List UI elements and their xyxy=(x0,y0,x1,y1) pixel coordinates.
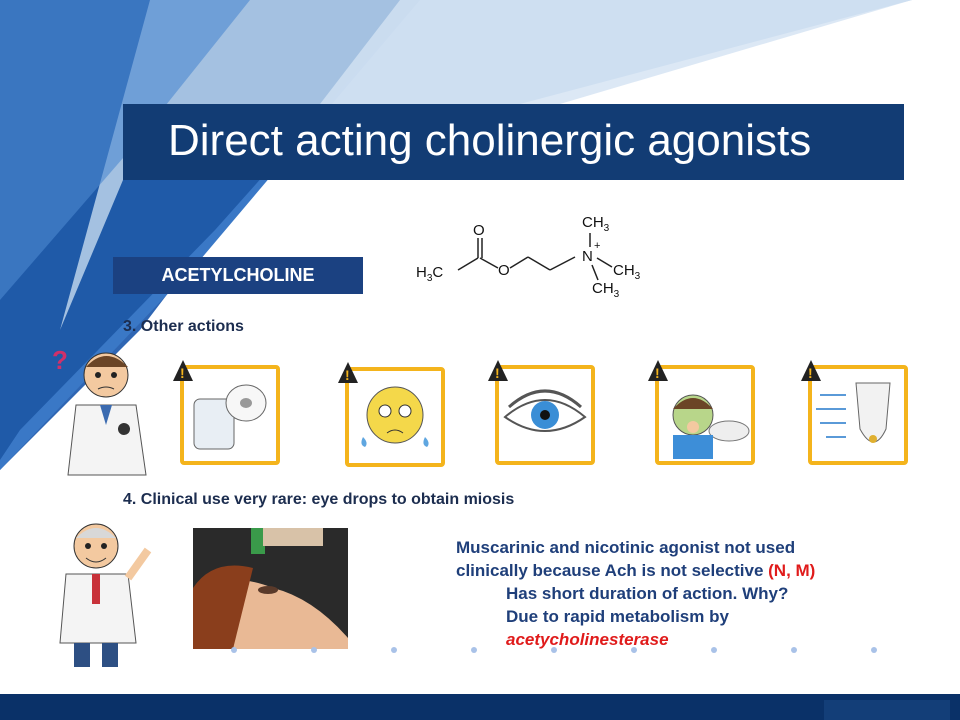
ch3-bottom: CH3 xyxy=(592,280,620,300)
panel-nausea: ! xyxy=(648,360,755,465)
drug-label: ACETYLCHOLINE xyxy=(161,265,315,285)
eye-drops-photo xyxy=(193,528,348,649)
svg-text:!: ! xyxy=(655,365,660,381)
title-bar xyxy=(123,104,904,180)
warning-icon: ! xyxy=(173,360,193,381)
h3c-group: H3C xyxy=(416,264,443,284)
decorative-dot xyxy=(551,647,557,653)
para-line5: acetycholinesterase xyxy=(506,630,669,649)
ch3-right: CH3 xyxy=(613,262,641,282)
warning-icon: ! xyxy=(488,360,508,381)
para-line2: clinically because Ach is not selective xyxy=(456,561,769,580)
eye-icon xyxy=(503,389,587,432)
nausea-icon xyxy=(672,394,750,459)
decorative-dot xyxy=(711,647,717,653)
svg-text:!: ! xyxy=(495,365,500,381)
decorative-dot xyxy=(311,647,317,653)
decorative-dot xyxy=(471,647,477,653)
toilet-paper-icon xyxy=(193,384,267,450)
section-other-actions: 3. Other actions xyxy=(123,318,244,335)
para-line1: Muscarinic and nicotinic agonist not use… xyxy=(456,538,796,557)
positive-charge: + xyxy=(594,240,600,252)
para-line4: Due to rapid metabolism by xyxy=(506,607,729,626)
warning-icon: ! xyxy=(648,360,668,381)
decorative-dot xyxy=(791,647,797,653)
acetylcholine-structure: O H3C O N + CH3 CH3 CH3 xyxy=(416,214,641,300)
urinal-icon xyxy=(816,382,891,443)
svg-text:!: ! xyxy=(180,365,185,381)
svg-text:?: ? xyxy=(52,345,68,375)
drug-label-box xyxy=(113,257,363,294)
svg-text:!: ! xyxy=(808,365,813,381)
section-clinical-use: 4. Clinical use very rare: eye drops to … xyxy=(123,491,515,508)
warning-icon: ! xyxy=(338,362,358,383)
panel-urination: ! xyxy=(801,360,908,465)
waving-doctor-illustration xyxy=(59,523,152,667)
conclusion-paragraph: Muscarinic and nicotinic agonist not use… xyxy=(456,536,936,651)
panel-lacrimation: ! xyxy=(338,362,445,467)
panel-miosis: ! xyxy=(488,360,595,465)
warning-icon: ! xyxy=(801,360,821,381)
slide-title: Direct acting cholinergic agonists xyxy=(168,116,812,165)
carbonyl-oxygen: O xyxy=(473,222,485,239)
decorative-dot xyxy=(231,647,237,653)
thinking-doctor-illustration: ? xyxy=(52,345,147,476)
panel-defecation: ! xyxy=(173,360,280,465)
footer-bar xyxy=(0,694,960,720)
ester-oxygen: O xyxy=(498,262,510,279)
para-line3: Has short duration of action. Why? xyxy=(506,584,789,603)
decorative-dot xyxy=(631,647,637,653)
para-line2-highlight: (N, M) xyxy=(768,561,816,580)
footer-accent xyxy=(824,700,950,720)
decorative-dot xyxy=(871,647,877,653)
ch3-top: CH3 xyxy=(582,214,610,234)
nitrogen-atom: N xyxy=(582,248,593,265)
decorative-dot xyxy=(391,647,397,653)
crying-face-icon xyxy=(361,386,429,447)
svg-text:!: ! xyxy=(345,367,350,383)
